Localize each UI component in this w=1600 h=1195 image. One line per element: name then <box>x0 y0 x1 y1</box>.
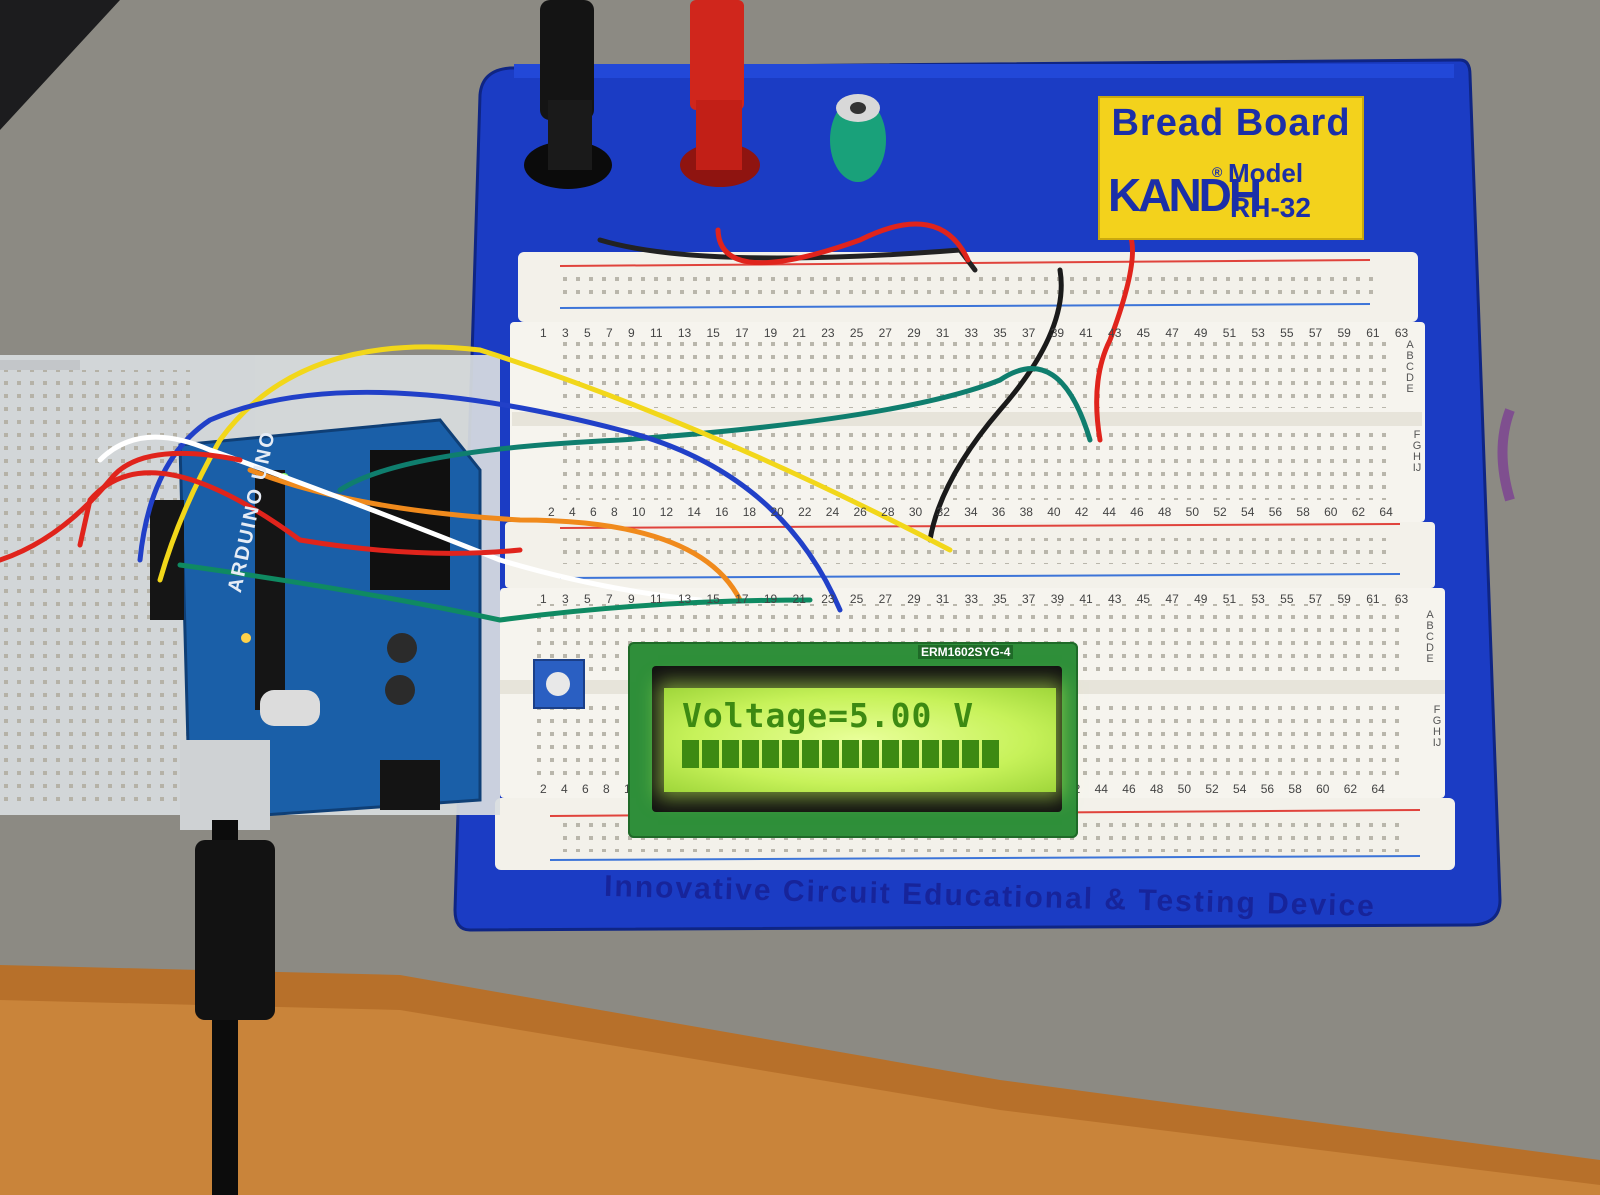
binding-post-black <box>524 0 612 189</box>
lcd-bar-segment <box>782 740 799 768</box>
row-numbers-bottom-odd: 1 3 5 7 9 11 13 15 17 19 21 23 25 27 29 … <box>540 592 1409 606</box>
registered-mark: ® <box>1212 164 1223 180</box>
resistor <box>1497 408 1515 502</box>
row-letters-abcde: ABCDE <box>1406 339 1414 395</box>
usb-port <box>180 740 270 830</box>
lcd-bar-segment <box>702 740 719 768</box>
lcd-voltage-readout: Voltage=5.00 V <box>682 696 975 735</box>
lcd-bar-segment <box>742 740 759 768</box>
row-numbers-top-even: 2 4 6 8 10 12 14 16 18 20 22 24 26 28 30… <box>548 505 1393 519</box>
binding-post-green <box>830 94 886 182</box>
potentiometer <box>533 659 585 709</box>
lcd-bar-graph <box>682 740 999 768</box>
row-letters-fghij: FGHIJ <box>1412 429 1422 474</box>
lcd-bar-segment <box>822 740 839 768</box>
lcd-bar-segment <box>962 740 979 768</box>
model-label: Model <box>1228 158 1304 188</box>
lcd-bar-segment <box>922 740 939 768</box>
lcd-bar-segment <box>982 740 999 768</box>
lcd-bar-segment <box>862 740 879 768</box>
lcd-bar-segment <box>882 740 899 768</box>
keyboard-corner <box>0 0 120 130</box>
lcd-bar-segment <box>682 740 699 768</box>
binding-post-red <box>680 0 760 187</box>
lcd-bar-segment <box>902 740 919 768</box>
brand-title: Bread Board <box>1111 102 1351 144</box>
kandh-logo: KANDH <box>1108 169 1262 221</box>
lcd-bar-segment <box>842 740 859 768</box>
lcd-bar-segment <box>722 740 739 768</box>
lcd-bar-segment <box>942 740 959 768</box>
lcd-bar-segment <box>762 740 779 768</box>
hole-grid-a-e <box>560 340 1390 408</box>
row-numbers-top-odd: 1 3 5 7 9 11 13 15 17 19 21 23 25 27 29 … <box>540 326 1409 340</box>
row-letters-abcde-lower: ABCDE <box>1426 609 1434 665</box>
jumper-wires <box>0 221 1135 623</box>
breadboard-model-label: Bread Board KANDH ® Model RH-32 <box>1098 96 1364 240</box>
lcd-part-number: ERM1602SYG-4 <box>918 645 1014 659</box>
lcd-bar-segment <box>802 740 819 768</box>
row-letters-fghij-lower: FGHIJ <box>1432 704 1442 749</box>
model-number: RH-32 <box>1230 192 1311 223</box>
